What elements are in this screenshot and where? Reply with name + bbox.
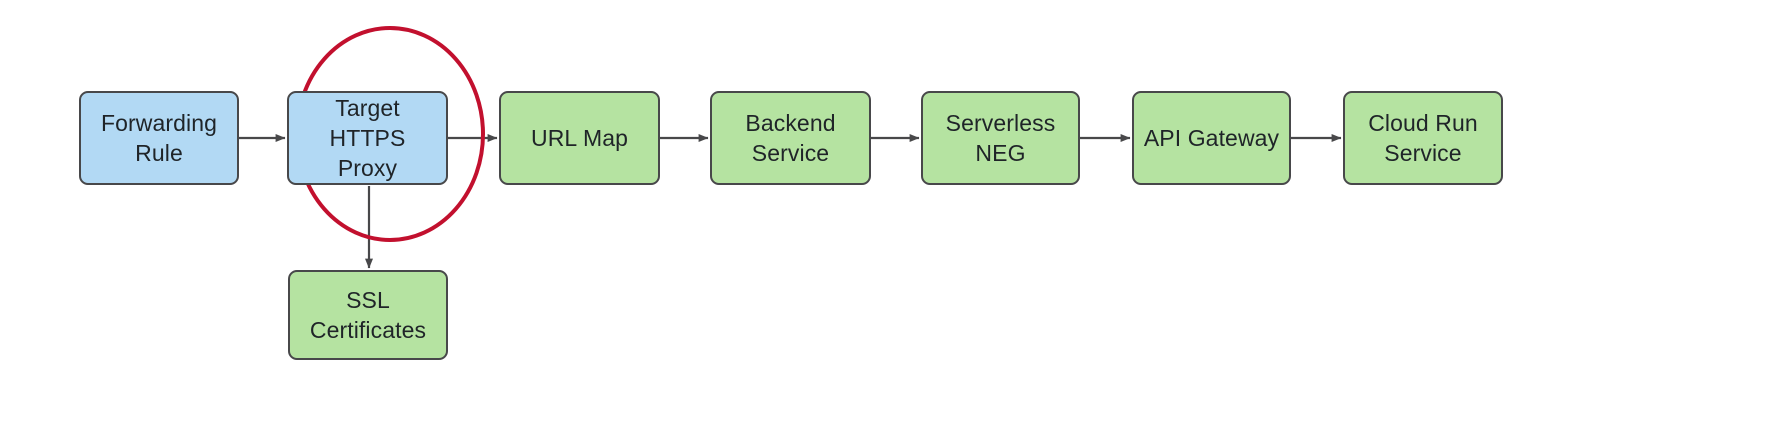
node-forwarding-rule[interactable]: Forwarding Rule bbox=[79, 91, 239, 185]
node-backend-service-label: Backend Service bbox=[745, 110, 836, 166]
node-cloud-run-service[interactable]: Cloud Run Service bbox=[1343, 91, 1503, 185]
node-api-gateway-label: API Gateway bbox=[1143, 125, 1280, 151]
node-serverless-neg[interactable]: Serverless NEG bbox=[921, 91, 1080, 185]
node-url-map[interactable]: URL Map bbox=[499, 91, 660, 185]
node-serverless-neg-label: Serverless NEG bbox=[945, 110, 1056, 166]
node-cloud-run-service-label: Cloud Run Service bbox=[1368, 110, 1478, 166]
node-target-https-proxy-label: Target HTTPS Proxy bbox=[329, 95, 406, 181]
node-target-https-proxy[interactable]: Target HTTPS Proxy bbox=[287, 91, 448, 185]
node-api-gateway[interactable]: API Gateway bbox=[1132, 91, 1291, 185]
node-ssl-certificates-label: SSL Certificates bbox=[309, 287, 427, 343]
node-forwarding-rule-label: Forwarding Rule bbox=[100, 110, 218, 166]
node-ssl-certificates[interactable]: SSL Certificates bbox=[288, 270, 448, 360]
node-backend-service[interactable]: Backend Service bbox=[710, 91, 871, 185]
node-url-map-label: URL Map bbox=[531, 125, 628, 151]
